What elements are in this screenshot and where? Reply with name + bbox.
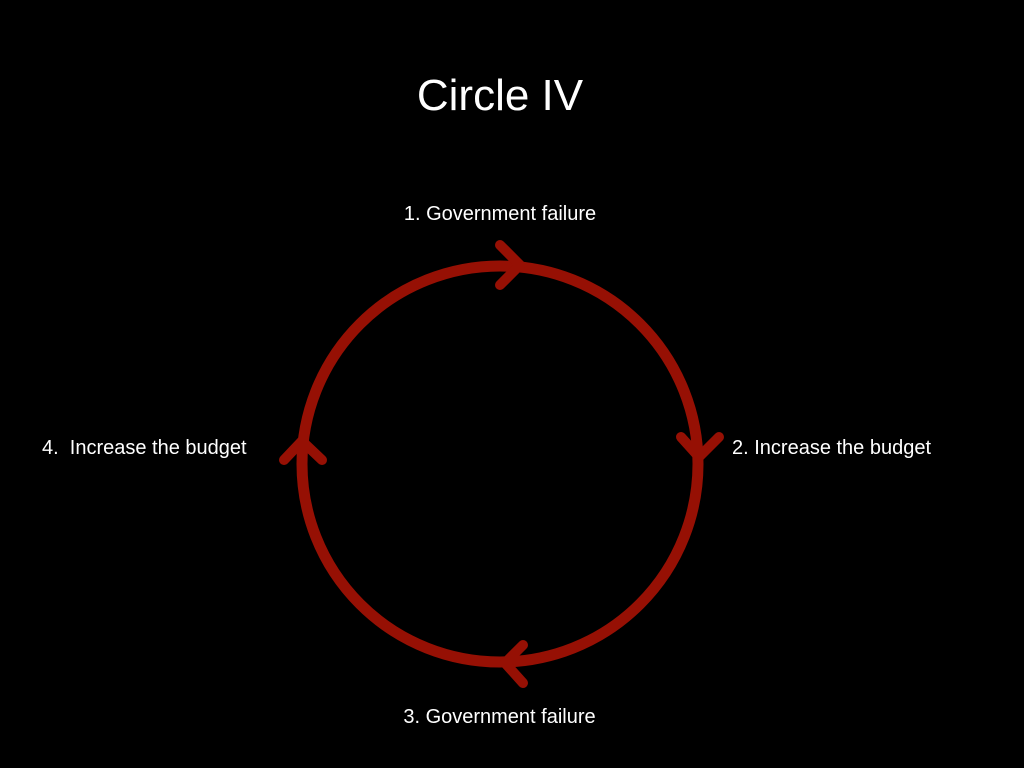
step-3-label: 3. Government failure <box>403 706 596 728</box>
step-4-label: 4. Increase the budget <box>42 437 247 459</box>
cycle-circle <box>296 260 704 668</box>
arrow-left-icon <box>500 640 528 688</box>
arrow-right-icon <box>495 240 525 290</box>
step-1-label: 1. Government failure <box>403 203 597 225</box>
arrow-down-icon <box>676 432 724 462</box>
slide-title: Circle IV <box>416 71 584 120</box>
arrow-up-icon <box>279 436 327 465</box>
step-2-label: 2. Increase the budget <box>732 437 932 459</box>
